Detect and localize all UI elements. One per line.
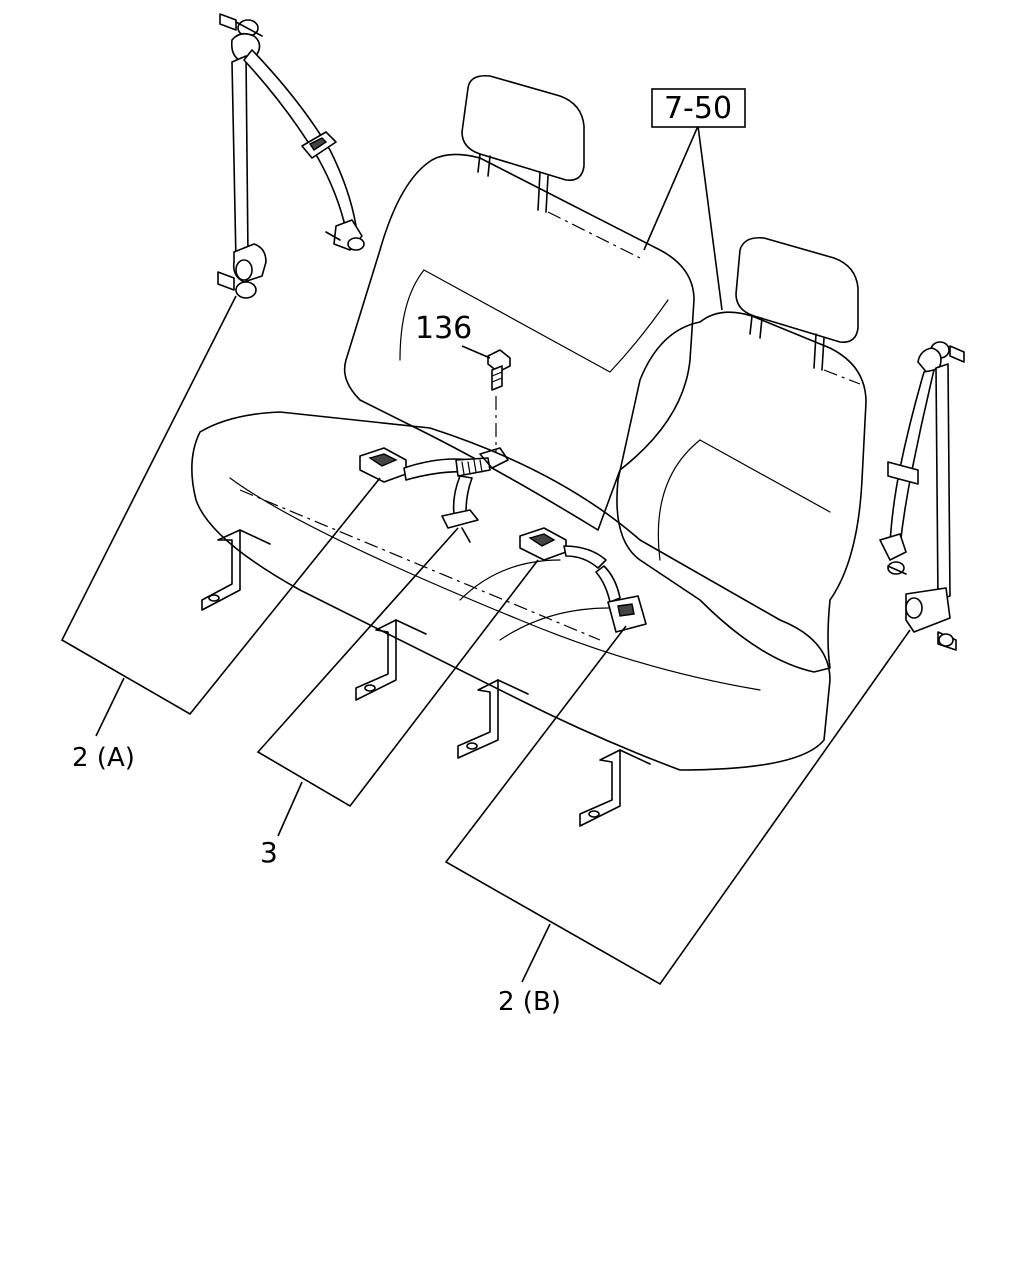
callout-7-50-label: 7-50	[664, 91, 732, 126]
seat-leg-brackets	[201, 529, 651, 827]
callout-3-label: 3	[260, 836, 278, 869]
left-retractor-belt	[217, 13, 365, 299]
callout-2a-label: 2 (A)	[72, 743, 135, 773]
left-headrest	[461, 74, 585, 213]
callout-2b-label: 2 (B)	[498, 987, 561, 1017]
leader-lines	[60, 125, 911, 986]
callout-136-label: 136	[415, 311, 472, 346]
bolt-136	[479, 349, 511, 469]
front-bench-seat	[191, 74, 867, 827]
retractor-left	[217, 243, 267, 299]
buckle-assemblies	[359, 447, 647, 633]
upper-anchor-bolt-left	[219, 13, 263, 37]
right-retractor-belt	[879, 341, 965, 651]
retractor-right	[905, 587, 957, 651]
callout-box	[651, 88, 746, 128]
right-headrest	[735, 236, 859, 371]
callout-seat-ref: 7-50	[651, 88, 746, 128]
